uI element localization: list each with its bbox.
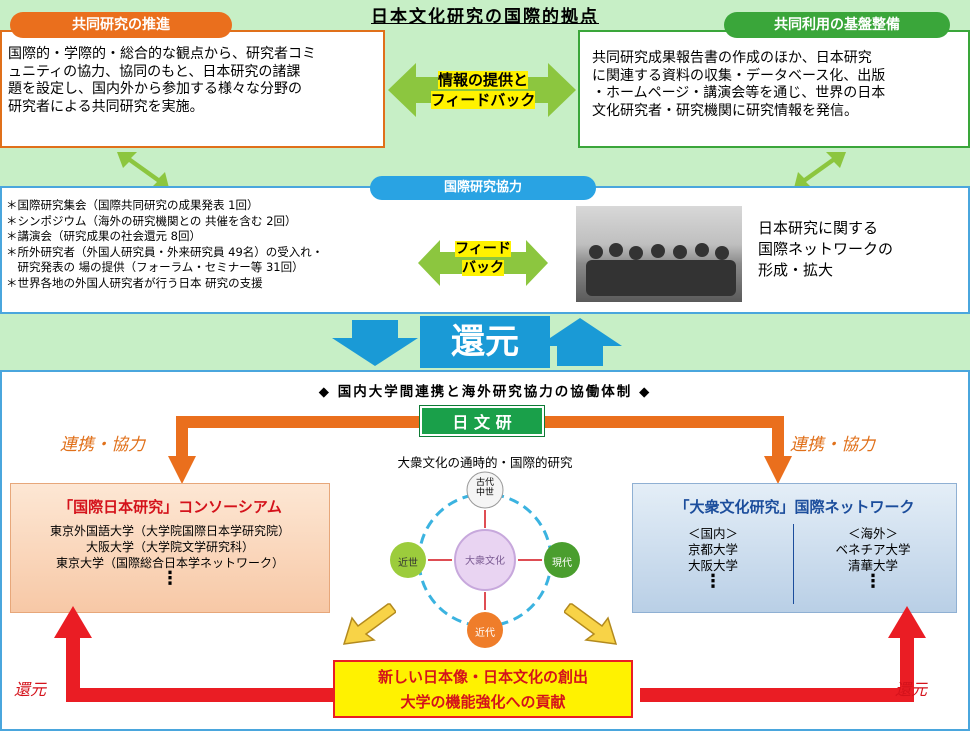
international-title: 国際研究協力	[370, 176, 596, 200]
joint-research-line: 国際的・学際的・総合的な観点から、研究者コミ	[8, 46, 316, 62]
overseas-header: ＜海外＞	[847, 526, 898, 541]
red-return-arrows-icon	[54, 606, 926, 702]
joint-research-box: 国際的・学際的・総合的な観点から、研究者コミ ュニティの協力、協同のもと、日本研…	[0, 30, 385, 148]
consortium-ellipsis: ⋮	[161, 568, 179, 589]
kangen-big-label: 還元	[420, 316, 550, 368]
era-popculture-label: 大衆文化	[465, 556, 505, 567]
popculture-network-box: 「大衆文化研究」国際ネットワーク ＜国内＞ 京都大学 大阪大学 ⋮ ＜海外＞ ベ…	[632, 483, 957, 613]
international-item: ＊講演会（研究成果の社会還元 8回）	[6, 229, 201, 243]
kangen-left-label: 還元	[14, 680, 47, 699]
feedback-label: フィード バック	[438, 240, 528, 278]
overseas-university: ベネチア大学	[835, 542, 911, 557]
joint-research-line: 研究者による共同研究を実施。	[8, 98, 204, 115]
era-cycle-icon	[390, 471, 580, 648]
network-formation-line: 国際ネットワークの	[758, 240, 894, 258]
network-formation-text: 日本研究に関する 国際ネットワークの 形成・拡大	[758, 218, 958, 281]
domestic-university: 京都大学	[687, 542, 738, 557]
feedback-line: バック	[462, 260, 504, 276]
infrastructure-line: に関連する資料の収集・データベース化、出版	[592, 67, 886, 84]
network-divider	[793, 524, 794, 604]
consortium-title: 「国際日本研究」コンソーシアム	[58, 498, 282, 516]
overseas-university: 清華大学	[847, 558, 898, 573]
joint-research-line: ュニティの協力、協同のもと、日本研究の諸課	[8, 63, 301, 80]
international-list: ＊国際研究集会（国際共同研究の成果発表 1回） ＊シンポジウム（海外の研究機関と…	[6, 198, 436, 291]
domestic-header: ＜国内＞	[687, 526, 738, 541]
outcome-line: 大学の機能強化への貢献	[400, 693, 566, 711]
yellow-arrow-icon	[564, 603, 618, 645]
infrastructure-line: 共同研究成果報告書の作成のほか、日本研究	[592, 50, 872, 66]
infrastructure-box: 共同研究成果報告書の作成のほか、日本研究 に関連する資料の収集・データベース化、…	[578, 30, 970, 148]
popculture-subtitle: 大衆文化の通時的・国際的研究	[397, 455, 573, 470]
era-ancient-label: 古代 中世	[475, 478, 494, 498]
main-title: 日本文化研究の国際的拠点	[371, 7, 599, 27]
collaboration-title: ◆ 国内大学間連携と海外研究協力の協働体制 ◆	[318, 384, 652, 400]
consortium-member: 東京大学（国際総合日本学ネットワーク）	[55, 556, 284, 570]
consortium-member: 東京外国語大学（大学院国際日本学研究院）	[49, 524, 290, 538]
diagonal-arrow-icon	[794, 152, 846, 188]
international-item: 研究発表の 場の提供（フォーラム・セミナー等 31回）	[6, 260, 304, 274]
domestic-ellipsis: ⋮	[704, 571, 722, 592]
diagonal-arrow-icon	[117, 152, 169, 188]
renkei-left-label: 連携・協力	[60, 435, 145, 455]
group-photo	[576, 206, 742, 302]
international-item: ＊国際研究集会（国際共同研究の成果発表 1回）	[6, 198, 259, 212]
international-item: ＊世界各地の外国人研究者が行う日本 研究の支援	[6, 275, 263, 290]
info-feedback-label: 情報の提供と フィードバック	[408, 70, 558, 110]
infrastructure-title: 共同利用の基盤整備	[724, 12, 950, 38]
era-early-modern-label: 近世	[398, 558, 418, 569]
infrastructure-line: ・ホームページ・講演会等を通じ、世界の日本	[592, 85, 886, 101]
info-feedback-line: フィードバック	[430, 91, 536, 109]
joint-research-title: 共同研究の推進	[10, 12, 232, 38]
outcome-line: 新しい日本像・日本文化の創出	[377, 668, 588, 686]
network-formation-line: 日本研究に関する	[758, 219, 879, 237]
info-feedback-line: 情報の提供と	[437, 71, 528, 89]
overseas-ellipsis: ⋮	[864, 571, 882, 592]
international-item: ＊シンポジウム（海外の研究機関との 共催を含む 2回）	[6, 213, 297, 228]
infrastructure-line: 文化研究者・研究機関に研究情報を発信。	[592, 102, 858, 119]
outcome-box: 新しい日本像・日本文化の創出 大学の機能強化への貢献	[333, 660, 633, 718]
renkei-right-label: 連携・協力	[790, 435, 875, 455]
era-modern-label: 近代	[475, 628, 495, 639]
international-item: ＊所外研究者（外国人研究員・外来研究員 49名）の受入れ・	[6, 244, 324, 259]
nichibunken-badge: 日 文 研	[419, 405, 545, 437]
network-formation-line: 形成・拡大	[758, 261, 834, 279]
consortium-box: 「国際日本研究」コンソーシアム 東京外国語大学（大学院国際日本学研究院） 大阪大…	[10, 483, 330, 613]
popculture-network-title: 「大衆文化研究」国際ネットワーク	[674, 498, 915, 516]
yellow-arrow-icon	[342, 603, 396, 645]
joint-research-line: 題を設定し、国内外から参加する様々な分野の	[8, 81, 302, 97]
kangen-right-label: 還元	[895, 680, 928, 699]
era-contemporary-label: 現代	[552, 558, 572, 569]
feedback-line: フィード	[455, 241, 511, 257]
return-arrows-icon	[332, 318, 622, 366]
domestic-university: 大阪大学	[687, 558, 738, 573]
double-arrow-icon	[388, 63, 576, 117]
consortium-member: 大阪大学（大学院文学研究科）	[85, 540, 254, 554]
